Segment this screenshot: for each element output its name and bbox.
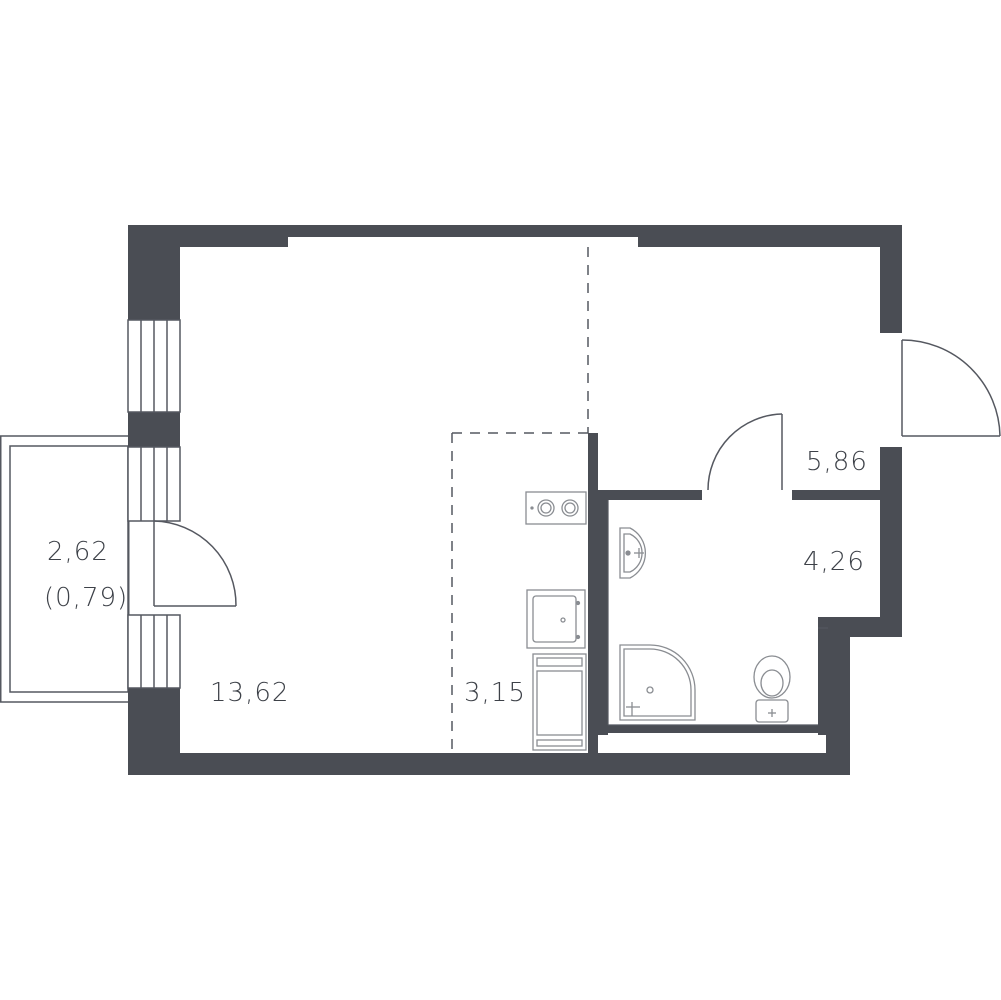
- wall-top-thick-right: [638, 225, 900, 247]
- doors: [153, 339, 1001, 607]
- window-lower: [127, 614, 181, 689]
- wall-bottom-thin: [128, 753, 850, 775]
- wall-right-lower: [826, 617, 850, 775]
- wall-bath-top-right: [792, 490, 882, 500]
- hallway-area: 5,86: [806, 447, 868, 477]
- toilet: [753, 655, 791, 723]
- bathroom-fixtures: [619, 527, 791, 723]
- wall-bath-left: [598, 490, 608, 735]
- walls: [128, 225, 902, 775]
- kitchen-area: 3,15: [464, 678, 526, 708]
- wall-faces: [607, 500, 828, 726]
- window-upper: [127, 319, 181, 413]
- balcony-reduced-area: (0,79): [44, 583, 128, 613]
- washbasin: [619, 527, 646, 579]
- bathroom-area: 4,26: [803, 547, 865, 577]
- kitchen-fixtures: [525, 491, 587, 751]
- balcony-outer-rail: [0, 435, 130, 703]
- balcony: [0, 435, 130, 703]
- kitchen-sink: [526, 589, 586, 649]
- wall-bath-right: [818, 617, 828, 735]
- balcony-door: [153, 520, 237, 607]
- entrance-door: [901, 339, 1001, 437]
- area-labels: 13,62 3,15 5,86 4,26 2,62 (0,79): [44, 447, 868, 708]
- bathroom-door: [707, 413, 783, 491]
- wall-bottom-thick-left: [128, 753, 288, 775]
- wall-bath-top-left: [598, 490, 702, 500]
- oven: [532, 653, 587, 751]
- shower-cabin: [619, 644, 696, 721]
- wall-right-upper: [880, 225, 902, 333]
- wall-bath-bottom: [598, 725, 830, 733]
- living-room-area: 13,62: [210, 678, 289, 708]
- wall-left-pier: [128, 412, 180, 447]
- wall-partition-kitchen: [588, 433, 598, 753]
- zone-boundaries: [451, 247, 589, 753]
- wall-left-upper: [128, 225, 180, 320]
- stove: [525, 491, 587, 525]
- windows: [127, 319, 181, 689]
- window-middle: [127, 446, 181, 522]
- wall-bottom-thick-right: [686, 753, 850, 775]
- wall-right-middle: [880, 447, 902, 617]
- balcony-area: 2,62: [47, 537, 109, 567]
- balcony-inner-rail: [9, 445, 129, 693]
